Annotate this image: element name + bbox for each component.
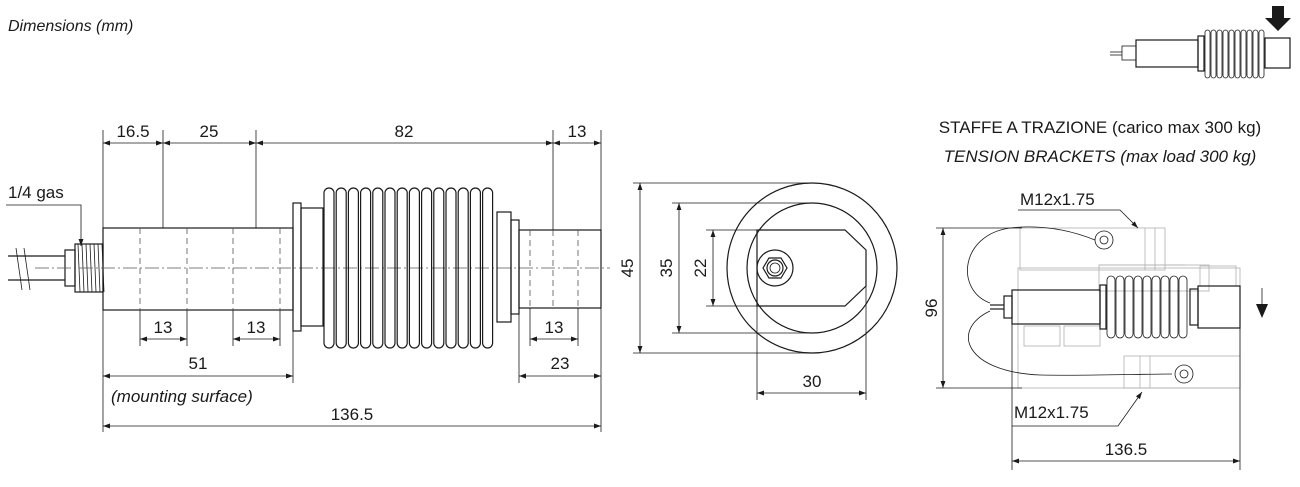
dim-136-5-side: 136.5 [331, 405, 374, 424]
rib-shape [1160, 275, 1170, 339]
rib-shape [1115, 275, 1125, 339]
dim-13-top: 13 [568, 122, 587, 141]
rib-shape [1204, 29, 1211, 79]
dim-25: 25 [200, 122, 219, 141]
rib-shape [1142, 275, 1152, 339]
dim-13-hole-a: 13 [154, 318, 173, 337]
brackets-title-it: STAFFE A TRAZIONE (carico max 300 kg) [939, 118, 1261, 137]
page-title: Dimensions (mm) [8, 18, 133, 35]
dim-30: 30 [803, 372, 822, 391]
thread-top-label: M12x1.75 [1020, 190, 1095, 209]
rib-shape [1133, 275, 1143, 339]
dim-82: 82 [395, 122, 414, 141]
rib-shape [1124, 275, 1134, 339]
rib-shape [335, 187, 347, 349]
dim-51: 51 [189, 354, 208, 373]
rib-shape [396, 187, 408, 349]
dim-23: 23 [551, 354, 570, 373]
rib-shape [1246, 29, 1253, 79]
rib-shape [1258, 29, 1265, 79]
rib-shape [384, 187, 396, 349]
rib-shape [360, 187, 372, 349]
thread-bottom-label: M12x1.75 [1014, 403, 1089, 422]
rib-shape [421, 187, 433, 349]
tension-brackets-view: STAFFE A TRAZIONE (carico max 300 kg) TE… [922, 118, 1268, 470]
rib-shape [1169, 275, 1179, 339]
brackets-title-en: TENSION BRACKETS (max load 300 kg) [944, 147, 1257, 166]
end-view: 45 35 22 30 [618, 182, 898, 400]
rib-shape [1252, 29, 1259, 79]
rib-shape [1210, 29, 1217, 79]
load-cell-thumbnail-icon [1110, 29, 1291, 79]
dim-13-hole-c: 13 [545, 318, 564, 337]
dim-35: 35 [657, 259, 676, 278]
rib-shape [1234, 29, 1241, 79]
dim-16-5: 16.5 [116, 122, 149, 141]
dim-96: 96 [922, 299, 941, 318]
rib-shape [445, 187, 457, 349]
load-direction-arrow-icon [1265, 6, 1291, 31]
side-view: 16.5 25 82 13 1/4 gas 13 13 13 51 (mount… [6, 122, 610, 432]
rib-shape [433, 187, 445, 349]
dim-13-hole-b: 13 [247, 318, 266, 337]
thread-line [97, 243, 101, 293]
rib-shape [1240, 29, 1247, 79]
load-direction-arrow-icon [1256, 304, 1268, 318]
rib-shape [482, 187, 494, 349]
dim-22: 22 [691, 259, 710, 278]
rib-shape [457, 187, 469, 349]
dim-45: 45 [618, 259, 637, 278]
thread-line [93, 243, 97, 293]
rib-shape [1216, 29, 1223, 79]
rib-shape [408, 187, 420, 349]
rib-shape [372, 187, 384, 349]
rib-shape [323, 187, 335, 349]
rib-shape [1106, 275, 1116, 339]
rib-shape [1178, 275, 1188, 339]
thread-label: 1/4 gas [8, 183, 64, 202]
rib-shape [347, 187, 359, 349]
dim-136-5-brackets: 136.5 [1105, 440, 1148, 459]
rib-shape [469, 187, 481, 349]
mounting-surface-label: (mounting surface) [111, 387, 253, 406]
rib-shape [1222, 29, 1229, 79]
rib-shape [1228, 29, 1235, 79]
rib-shape [1151, 275, 1161, 339]
